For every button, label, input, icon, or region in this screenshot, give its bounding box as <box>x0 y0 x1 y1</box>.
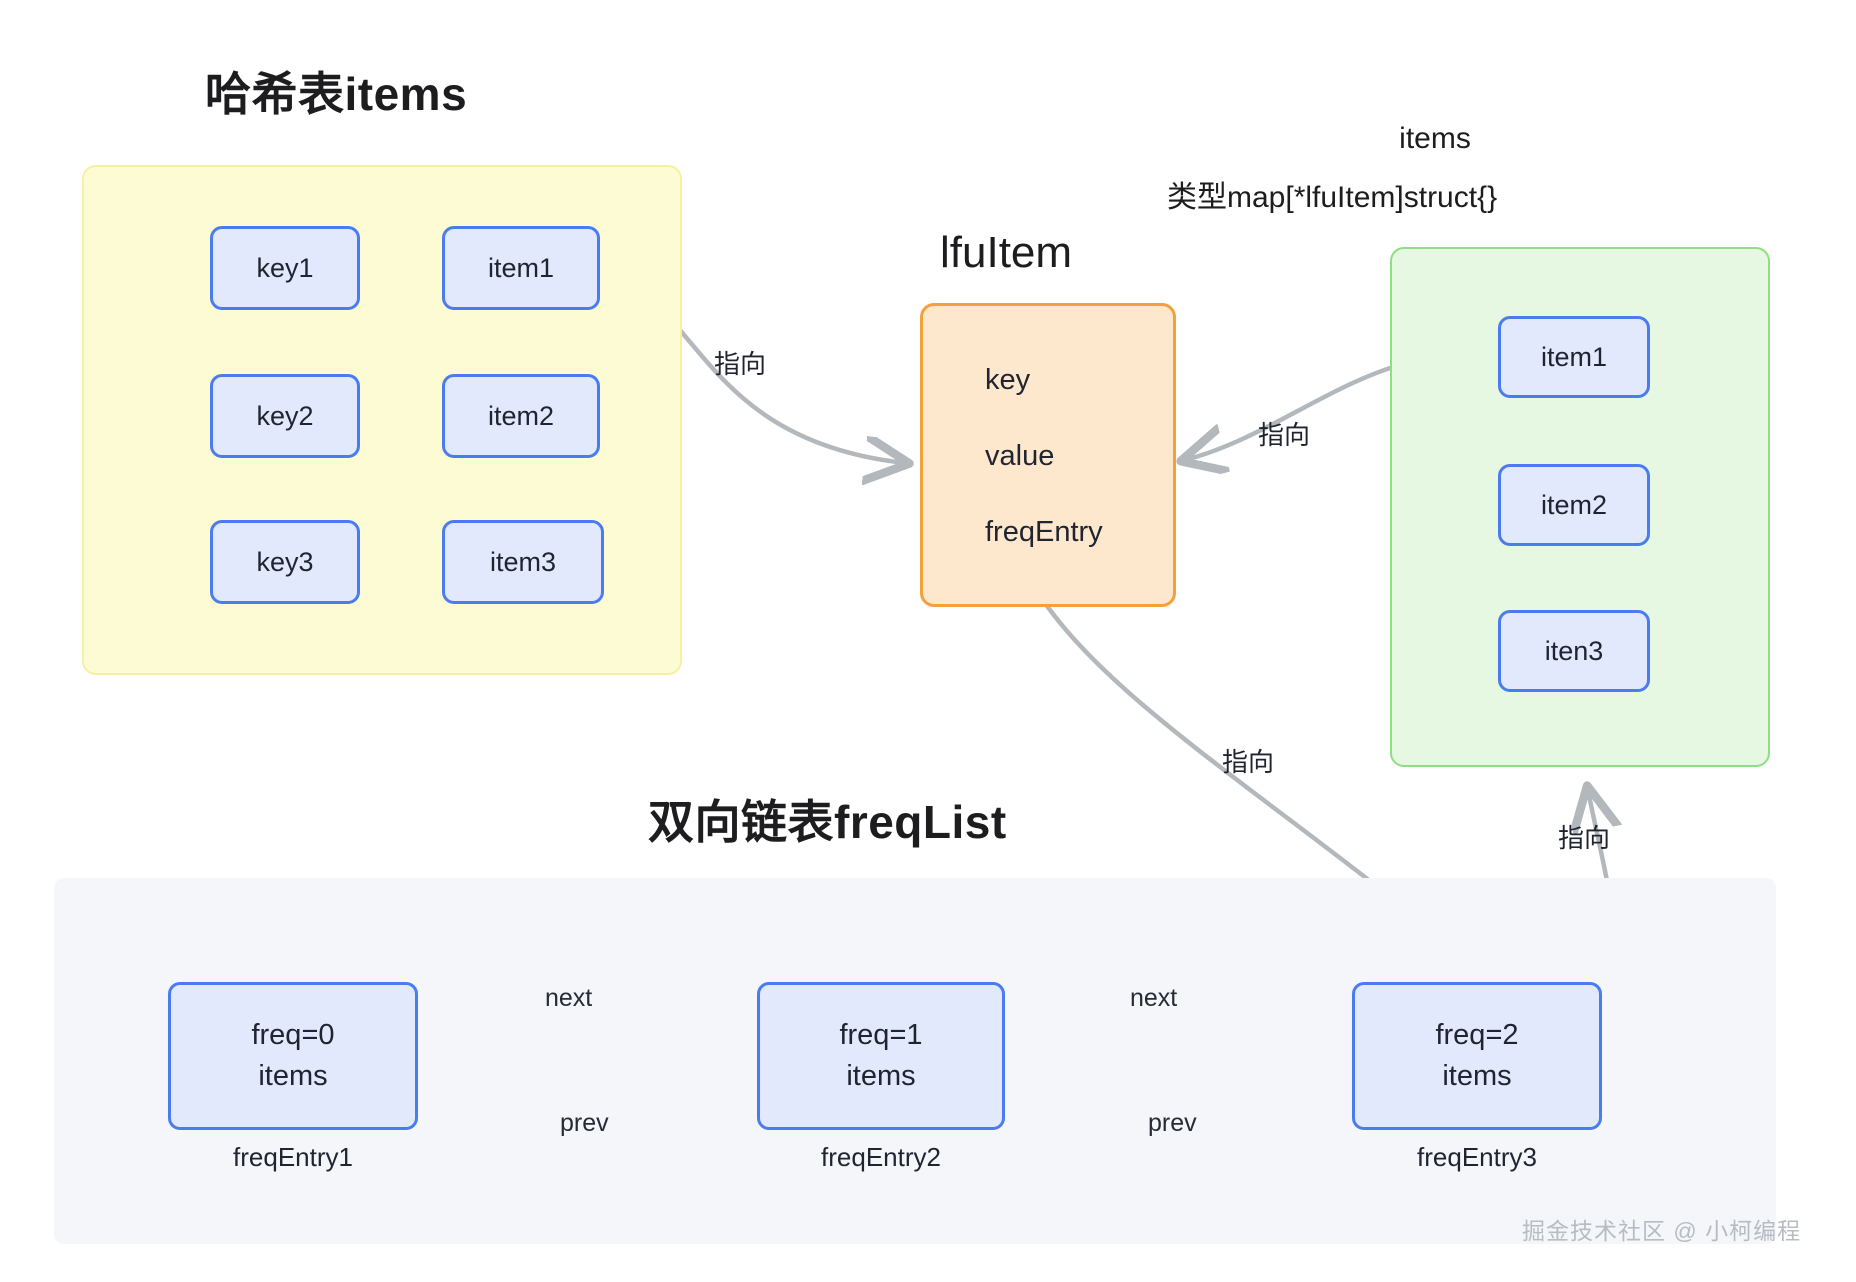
freqlist-title: 双向链表freqList <box>648 796 1007 848</box>
freq-node-1-items: items <box>258 1060 328 1092</box>
freq-node-3-items: items <box>1442 1060 1512 1092</box>
freq-node-2[interactable]: freq=1 items <box>757 982 1005 1130</box>
freq-node-1-freq: freq=0 <box>251 1018 335 1051</box>
link-next-label-1: next <box>545 984 593 1012</box>
hash-item-label-2: item2 <box>487 400 555 431</box>
map-item-box-3[interactable]: iten3 <box>1498 610 1650 692</box>
lfuitem-box[interactable]: key value freqEntry <box>920 303 1176 607</box>
pointer-label-hash-to-lfuitem: 指向 <box>714 349 767 379</box>
pointer-label-freqentry-to-node: 指向 <box>1222 747 1275 777</box>
freq-node-3[interactable]: freq=2 items <box>1352 982 1602 1130</box>
hash-key-label-1: key1 <box>256 252 314 283</box>
items-map-title: items <box>1399 122 1471 155</box>
hash-key-box-1[interactable]: key1 <box>210 226 360 310</box>
watermark: 掘金技术社区 @ 小柯编程 <box>1522 1218 1802 1244</box>
freq-node-3-freq: freq=2 <box>1435 1018 1519 1051</box>
hash-item-box-3[interactable]: item3 <box>442 520 604 604</box>
hash-item-label-1: item1 <box>487 252 555 283</box>
freq-node-1-caption: freqEntry1 <box>233 1142 353 1172</box>
hash-item-box-2[interactable]: item2 <box>442 374 600 458</box>
hash-key-box-2[interactable]: key2 <box>210 374 360 458</box>
hash-key-label-2: key2 <box>256 400 314 431</box>
freq-node-2-caption: freqEntry2 <box>821 1142 941 1172</box>
items-map-type: 类型map[*lfuItem]struct{} <box>1167 181 1498 214</box>
pointer-label-map-to-lfuitem: 指向 <box>1258 420 1311 450</box>
hash-key-box-3[interactable]: key3 <box>210 520 360 604</box>
hash-table-title: 哈希表items <box>205 68 468 120</box>
map-item-box-1[interactable]: item1 <box>1498 316 1650 398</box>
freq-node-1[interactable]: freq=0 items <box>168 982 418 1130</box>
freq-node-2-items: items <box>846 1060 916 1092</box>
link-next-label-2: next <box>1130 984 1178 1012</box>
hash-key-label-3: key3 <box>256 546 314 577</box>
lfuitem-field-value: value <box>985 440 1055 472</box>
lfuitem-field-freqentry: freqEntry <box>985 516 1103 548</box>
link-prev-label-1: prev <box>560 1109 609 1137</box>
link-prev-label-2: prev <box>1148 1109 1197 1137</box>
map-item-label-1: item1 <box>1540 341 1608 372</box>
lfuitem-title: lfuItem <box>940 228 1073 277</box>
map-item-label-2: item2 <box>1540 489 1608 520</box>
hash-item-box-1[interactable]: item1 <box>442 226 600 310</box>
freq-node-3-caption: freqEntry3 <box>1417 1142 1537 1172</box>
freq-node-2-freq: freq=1 <box>839 1018 923 1051</box>
pointer-label-node-to-map: 指向 <box>1558 823 1611 853</box>
hash-item-label-3: item3 <box>489 546 557 577</box>
lfuitem-field-key: key <box>985 364 1031 396</box>
map-item-label-3: iten3 <box>1544 635 1604 666</box>
map-item-box-2[interactable]: item2 <box>1498 464 1650 546</box>
